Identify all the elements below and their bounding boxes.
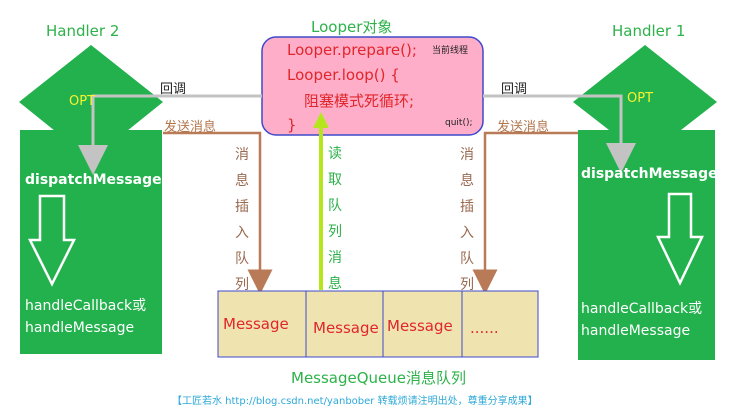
looper-prepare: Looper.prepare();	[287, 41, 417, 59]
handler-right-title: Handler 1	[612, 22, 686, 40]
read-label: 读 取 队 列 消 息	[328, 146, 342, 292]
looper-quit: quit();	[445, 118, 473, 128]
handler-left-opt: OPT	[69, 94, 96, 109]
handler-right-dispatch: dispatchMessage	[581, 166, 718, 182]
handler-left-handle-message: handleMessage	[25, 320, 135, 336]
handler-left-handle-callback: handleCallback或	[25, 298, 147, 314]
looper-loop: Looper.loop() {	[287, 66, 400, 84]
footer-credit: 【工匠若水 http://blog.csdn.net/yanbober 转载烦请…	[172, 396, 538, 407]
send-label-right: 发送消息	[497, 120, 550, 135]
looper-close-brace: }	[287, 116, 297, 134]
handler-right-handle-callback: handleCallback或	[581, 301, 703, 317]
looper-current-thread: 当前线程	[432, 46, 469, 56]
handler-left-diamond	[19, 45, 163, 160]
handler-right-down-arrow	[656, 192, 704, 286]
send-arrow-right	[472, 131, 578, 295]
callback-label-right: 回调	[501, 82, 528, 97]
send-arrow-left	[163, 131, 273, 295]
handler-right-opt: OPT	[627, 91, 654, 106]
queue-caption: MessageQueue消息队列	[291, 369, 467, 387]
handler-left-down-arrow	[27, 194, 77, 287]
handler-right-box	[578, 130, 715, 360]
callback-arrow-right	[483, 94, 636, 173]
handler-left-title: Handler 2	[46, 22, 120, 40]
queue-box	[217, 290, 539, 358]
queue-cell-2: Message	[313, 319, 379, 337]
callback-label-left: 回调	[160, 82, 187, 97]
looper-title: Looper对象	[311, 18, 393, 36]
handler-right-handle-message: handleMessage	[581, 323, 691, 339]
queue-cell-1: Message	[223, 315, 289, 333]
callback-arrow-left	[78, 94, 262, 175]
queue-cell-4: ......	[470, 319, 499, 337]
read-arrow-head	[313, 112, 329, 128]
looper-box	[261, 36, 484, 136]
insert-label-left: 消 息 插 入 队 列	[235, 147, 249, 293]
queue-cell-3: Message	[387, 317, 453, 335]
looper-blocking-loop: 阻塞模式死循环;	[304, 92, 415, 110]
handler-right-diamond	[573, 45, 717, 158]
send-label-left: 发送消息	[164, 120, 217, 135]
insert-label-right: 消 息 插 入 队 列	[460, 147, 474, 293]
handler-left-dispatch: dispatchMessage	[25, 172, 162, 188]
